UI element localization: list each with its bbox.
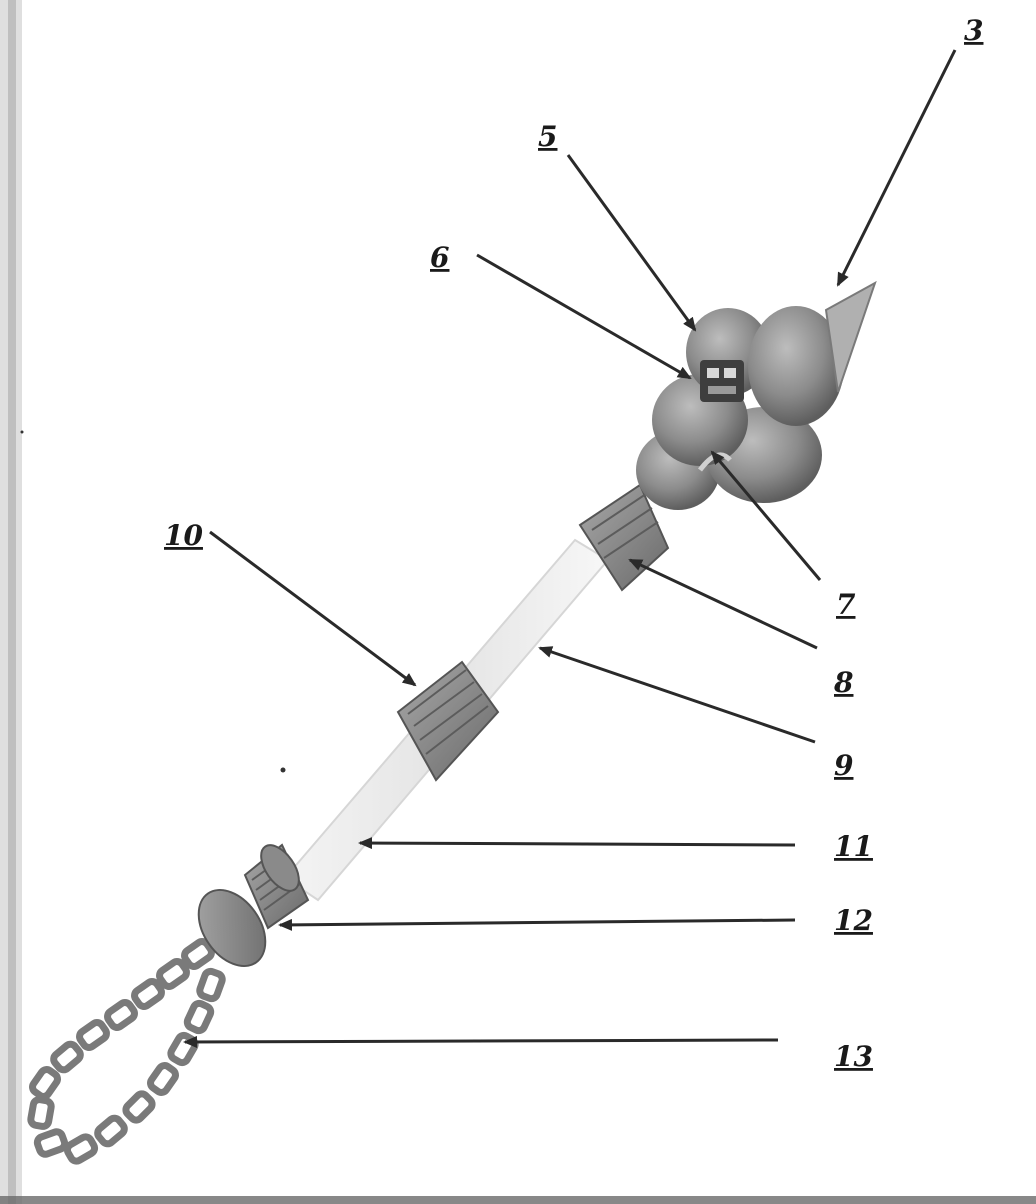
mace-head [636,283,875,510]
leader-9 [540,648,815,742]
scan-speck [281,768,286,773]
scan-edge-inner [8,0,16,1204]
callout-11: 11 [834,830,873,863]
leader-12 [280,920,795,925]
leader-6 [477,255,690,378]
callout-7: 7 [836,588,856,621]
callout-6: 6 [430,241,449,274]
leader-3 [838,50,955,285]
scan-speck-2 [21,431,24,434]
leader-8 [630,560,817,648]
callout-9: 9 [834,749,853,782]
head-face-detail [700,360,744,402]
chain-links [30,939,224,1163]
callout-13: 13 [834,1040,873,1073]
callout-10: 10 [164,519,203,552]
callout-5: 5 [538,120,557,153]
leader-5 [568,155,695,330]
callout-8: 8 [833,666,853,699]
leader-10 [210,532,415,685]
leader-13 [185,1040,778,1042]
leader-11 [360,843,795,845]
callout-3: 3 [964,14,983,47]
scan-bottom-edge [0,1196,1036,1204]
callout-12: 12 [834,904,873,937]
